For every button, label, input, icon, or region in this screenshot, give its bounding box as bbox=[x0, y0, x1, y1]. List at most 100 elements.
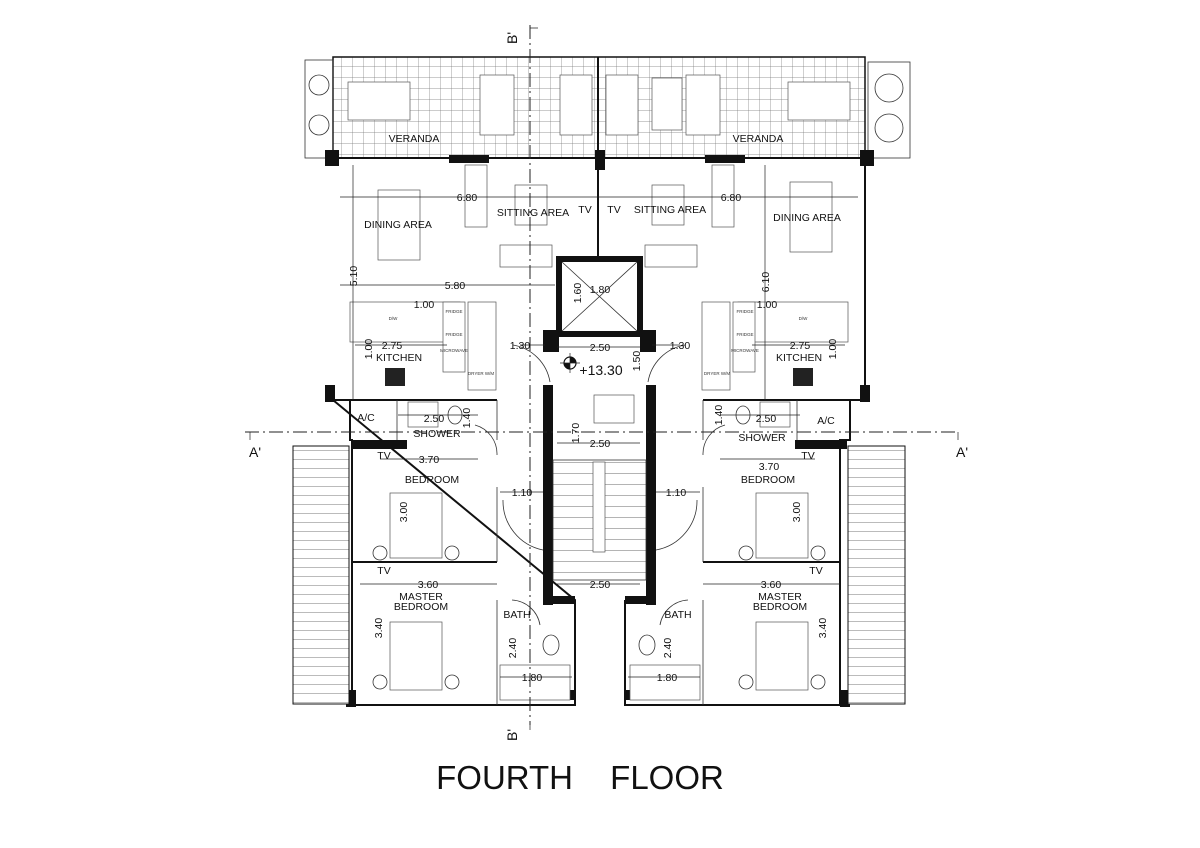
dim-lift-width: 1.80 bbox=[590, 284, 611, 296]
svg-text:DRYER W/M: DRYER W/M bbox=[704, 371, 730, 376]
tv-master-right: TV bbox=[809, 565, 822, 577]
dim-bedroom-right: 3.70 bbox=[759, 461, 780, 473]
veranda-table-right bbox=[787, 81, 851, 121]
svg-text:D/W: D/W bbox=[799, 316, 809, 321]
bed-right bbox=[755, 492, 809, 559]
veranda bbox=[304, 56, 911, 159]
tv-sitting-left: TV bbox=[578, 204, 591, 216]
dim-bedroom-depth-right: 3.00 bbox=[791, 502, 803, 523]
tv-bedroom-right: TV bbox=[801, 450, 814, 462]
balcony-right bbox=[847, 445, 906, 705]
dim-bath-depth-right: 2.40 bbox=[662, 638, 674, 659]
svg-text:FRIDGE: FRIDGE bbox=[736, 309, 753, 314]
svg-text:FRIDGE: FRIDGE bbox=[445, 309, 462, 314]
bath-left-label: BATH bbox=[503, 609, 530, 621]
master-right-label-1: MASTER bbox=[758, 591, 802, 603]
svg-text:DRYER W/M: DRYER W/M bbox=[468, 371, 494, 376]
veranda-right-label: VERANDA bbox=[733, 133, 784, 145]
dim-lobby-depth: 1.50 bbox=[631, 351, 643, 372]
dim-hall-left: 1.30 bbox=[510, 340, 531, 352]
section-mark-a-left: A' bbox=[249, 444, 261, 460]
svg-text:FRIDGE: FRIDGE bbox=[736, 332, 753, 337]
svg-text:MICROWAVE: MICROWAVE bbox=[440, 348, 468, 353]
planter-right bbox=[867, 61, 911, 159]
elevation-label: +13.30 bbox=[579, 362, 622, 378]
dim-master-depth-right: 3.40 bbox=[817, 618, 829, 639]
kitchen-left-label: KITCHEN bbox=[376, 352, 422, 364]
bath-right-label: BATH bbox=[664, 609, 691, 621]
svg-text:FRIDGE: FRIDGE bbox=[445, 332, 462, 337]
ac-left-label: A/C bbox=[357, 412, 375, 424]
level-marker bbox=[560, 353, 580, 373]
stair-lift bbox=[593, 394, 635, 424]
tv-master-left: TV bbox=[377, 565, 390, 577]
dim-bedroom-left: 3.70 bbox=[419, 454, 440, 466]
furniture bbox=[349, 164, 849, 701]
dim-hall-right: 1.30 bbox=[670, 340, 691, 352]
veranda-left-label: VERANDA bbox=[389, 133, 440, 145]
appliance-labels: FRIDGE FRIDGE MICROWAVE DRYER W/M D/W FR… bbox=[389, 309, 809, 376]
dim-bedroom-depth-left: 3.00 bbox=[398, 502, 410, 523]
master-left-label-1: MASTER bbox=[399, 591, 443, 603]
bedroom-right-label: BEDROOM bbox=[741, 474, 795, 486]
tv-sitting-right: TV bbox=[607, 204, 620, 216]
dim-lobby-width: 2.50 bbox=[590, 342, 611, 354]
sitting-right-label: SITTING AREA bbox=[634, 204, 706, 216]
master-left-label-2: BEDROOM bbox=[394, 601, 448, 613]
kitchen-right-label: KITCHEN bbox=[776, 352, 822, 364]
balcony-left bbox=[292, 445, 350, 705]
sitting-left-label: SITTING AREA bbox=[497, 207, 569, 219]
dining-table-right bbox=[789, 181, 833, 253]
dining-right-label: DINING AREA bbox=[773, 212, 841, 224]
shower-right-label: SHOWER bbox=[738, 432, 786, 444]
dim-kitchen-depth-left: 1.00 bbox=[363, 339, 375, 360]
dim-counter-right: 1.00 bbox=[757, 299, 778, 311]
dim-bath-width-right: 1.80 bbox=[657, 672, 678, 684]
dim-shower-depth-left: 1.40 bbox=[461, 408, 473, 429]
svg-text:MICROWAVE: MICROWAVE bbox=[731, 348, 759, 353]
ac-right-label: A/C bbox=[817, 415, 835, 427]
dim-stair-width: 2.50 bbox=[590, 579, 611, 591]
section-mark-b-bottom: B' bbox=[504, 729, 520, 741]
dining-left-label: DINING AREA bbox=[364, 219, 432, 231]
dim-shower-depth-right: 1.40 bbox=[713, 405, 725, 426]
walls bbox=[325, 150, 874, 707]
master-bed-right bbox=[755, 621, 809, 691]
section-mark-a-right: A' bbox=[956, 444, 968, 460]
veranda-table-left bbox=[347, 81, 411, 121]
dim-landing-width: 2.50 bbox=[590, 438, 611, 450]
bedroom-left-label: BEDROOM bbox=[405, 474, 459, 486]
bed-left bbox=[389, 492, 443, 559]
room-labels: VERANDA VERANDA DINING AREA DINING AREA … bbox=[357, 133, 841, 621]
dim-counter-left: 1.00 bbox=[414, 299, 435, 311]
dim-bath-depth-left: 2.40 bbox=[507, 638, 519, 659]
dim-master-right: 3.60 bbox=[761, 579, 782, 591]
svg-text:D/W: D/W bbox=[389, 316, 399, 321]
dim-bath-width-left: 1.80 bbox=[522, 672, 543, 684]
section-lines bbox=[245, 25, 959, 730]
dim-dining-left: 5.80 bbox=[445, 280, 466, 292]
planter-left bbox=[304, 59, 334, 159]
lift-shaft bbox=[556, 256, 643, 337]
dim-kitchen-left: 2.75 bbox=[382, 340, 403, 352]
shower-left-label: SHOWER bbox=[413, 428, 461, 440]
dim-shower-right: 2.50 bbox=[756, 413, 777, 425]
dim-living-left: 6.80 bbox=[457, 192, 478, 204]
dining-table-left bbox=[377, 189, 421, 261]
dim-living-depth-left: 5.10 bbox=[348, 266, 360, 287]
dim-kitchen-depth-right: 1.00 bbox=[827, 339, 839, 360]
master-bed-left bbox=[389, 621, 443, 691]
dim-corridor-left: 1.10 bbox=[512, 487, 533, 499]
plan-title: FOURTH FLOOR bbox=[436, 759, 724, 796]
tv-bedroom-left: TV bbox=[377, 450, 390, 462]
dim-master-depth-left: 3.40 bbox=[373, 618, 385, 639]
master-right-label-2: BEDROOM bbox=[753, 601, 807, 613]
dim-living-depth-right: 6.10 bbox=[760, 272, 772, 293]
dim-master-left: 3.60 bbox=[418, 579, 439, 591]
dim-lift-depth: 1.60 bbox=[572, 283, 584, 304]
section-mark-b-top: B' bbox=[504, 32, 520, 44]
dimensions: 6.80 6.80 5.10 6.10 5.80 1.60 1.80 1.00 … bbox=[348, 192, 839, 684]
dimension-lines bbox=[340, 165, 858, 678]
dim-shower-left: 2.50 bbox=[424, 413, 445, 425]
